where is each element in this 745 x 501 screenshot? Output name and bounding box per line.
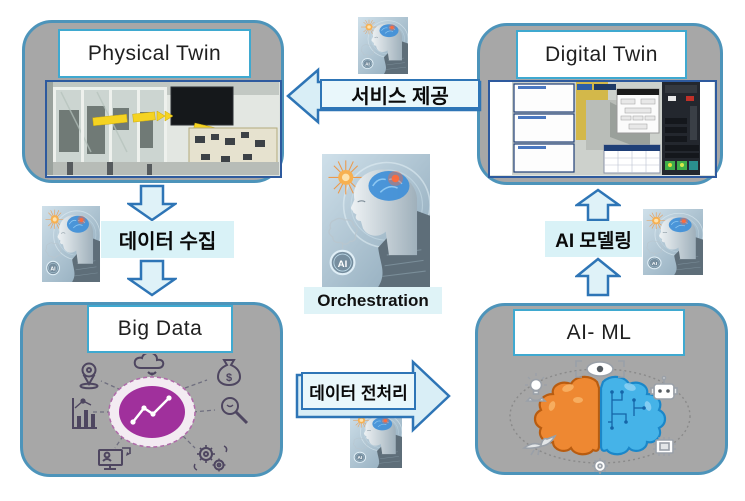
ai-image-modeling xyxy=(643,209,703,275)
orchestration-label-text: Orchestration xyxy=(317,290,429,310)
ai-ml-icons xyxy=(509,360,691,474)
orchestration-label: Orchestration xyxy=(304,287,442,314)
digital-twin-node: Digital Twin xyxy=(477,23,723,185)
service-label: 서비스 제공 xyxy=(320,79,480,109)
modeling-arrow-bottom xyxy=(575,257,621,297)
modeling-label: AI 모델링 xyxy=(545,221,642,257)
location-pin-icon xyxy=(79,362,99,390)
ai-ml-title-text: AI- ML xyxy=(566,320,632,344)
modeling-arrow-top xyxy=(575,188,621,222)
big-data-title-text: Big Data xyxy=(117,317,203,340)
bar-chart-icon xyxy=(72,398,97,429)
ai-ml-title: AI- ML xyxy=(513,309,685,356)
big-data-icons: $ xyxy=(72,354,249,472)
factory-line-illustration xyxy=(47,82,279,175)
monitor-person-icon xyxy=(98,447,131,470)
big-data-title: Big Data xyxy=(87,305,233,353)
robot-head-icon xyxy=(650,375,678,400)
digital-twin-title: Digital Twin xyxy=(516,30,687,79)
idea-hand-icon xyxy=(525,373,547,402)
physical-twin-node: Physical Twin xyxy=(22,20,284,183)
chip-icon xyxy=(653,437,676,456)
physical-twin-photo xyxy=(45,80,282,178)
collect-label-text: 데이터 수집 xyxy=(118,231,217,253)
collect-label: 데이터 수집 xyxy=(101,221,234,258)
service-label-text: 서비스 제공 xyxy=(351,85,449,108)
digital-twin-title-text: Digital Twin xyxy=(545,42,658,66)
orchestration-ai-image xyxy=(322,154,430,287)
big-data-node: Big Data xyxy=(20,302,283,477)
ai-image-collect xyxy=(42,206,100,282)
gear-icon xyxy=(592,458,608,474)
physical-twin-title: Physical Twin xyxy=(58,29,251,78)
physical-twin-title-text: Physical Twin xyxy=(87,41,222,65)
money-bag-icon: $ xyxy=(216,359,242,387)
gears-icon xyxy=(193,445,228,472)
collect-arrow-top xyxy=(127,184,177,222)
svg-text:$: $ xyxy=(226,372,232,384)
digital-twin-software-illustration xyxy=(490,82,714,175)
preprocess-label: 데이터 전처리 xyxy=(301,372,416,410)
preprocess-label-text: 데이터 전처리 xyxy=(309,383,408,403)
cloud-icon xyxy=(133,354,165,375)
collect-arrow-bottom xyxy=(127,259,177,297)
ai-ml-node: AI- ML xyxy=(475,303,728,475)
brain-icon xyxy=(533,375,667,456)
dove-icon xyxy=(521,434,557,456)
modeling-label-text: AI 모델링 xyxy=(555,230,632,252)
magnifier-icon xyxy=(221,397,249,425)
digital-twin-screenshot xyxy=(488,80,717,178)
vision-eye-icon xyxy=(575,360,625,378)
